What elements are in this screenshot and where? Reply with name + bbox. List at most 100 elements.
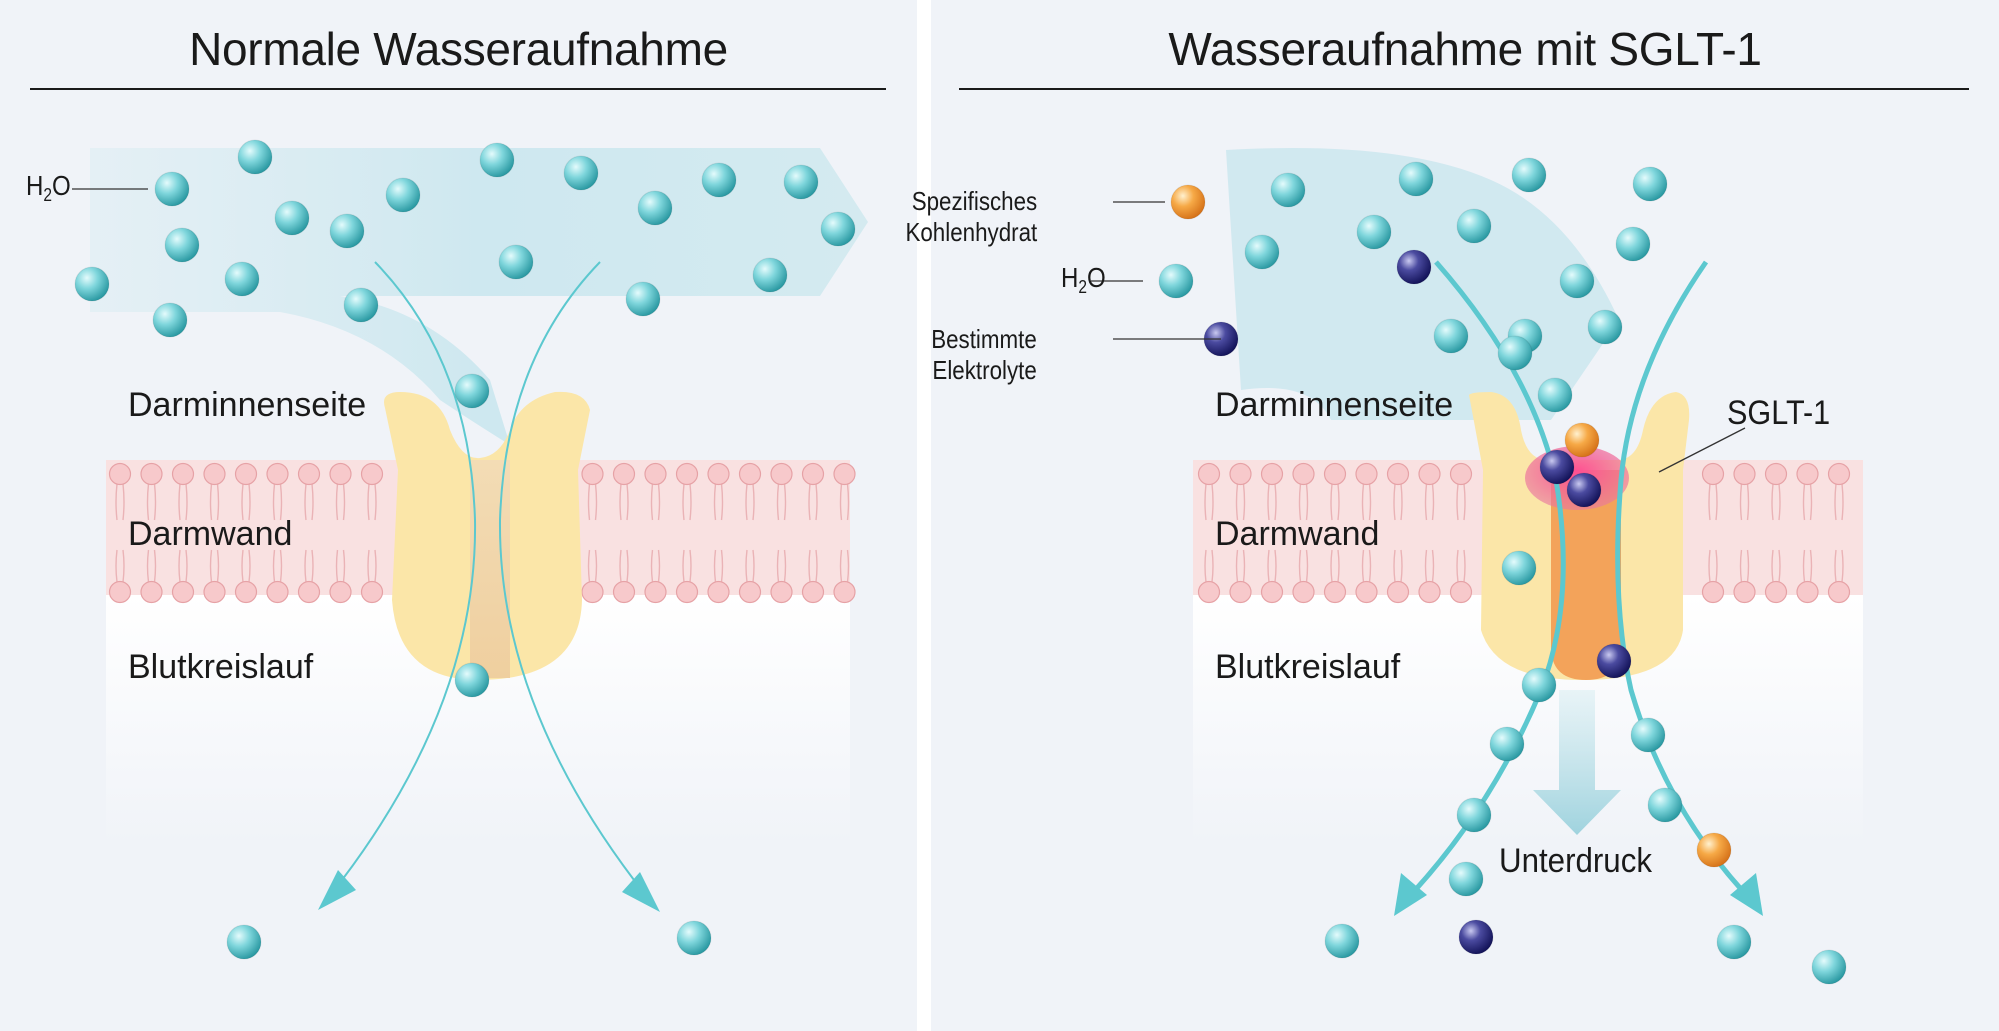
lipid-molecule: [581, 549, 604, 604]
lipid-molecule: [1323, 549, 1347, 604]
water-molecule: [498, 244, 534, 280]
water-molecule: [224, 261, 260, 297]
lipid-molecule: [171, 462, 195, 521]
lipid-molecule: [1260, 549, 1284, 604]
water-molecule: [1324, 923, 1360, 959]
lipid-molecule: [675, 462, 699, 521]
water-molecule: [479, 142, 515, 178]
panel-normal-absorption: Normale Wasseraufnahme: [0, 0, 917, 1031]
lipid-molecule: [1733, 462, 1756, 521]
water-molecule: [154, 171, 190, 207]
carbohydrate-molecule: [1696, 832, 1732, 868]
lipid-molecule: [1418, 462, 1441, 521]
lipid-molecule: [738, 462, 762, 521]
water-molecule: [274, 200, 310, 236]
water-molecule: [1497, 335, 1533, 371]
lipid-molecule: [1701, 462, 1725, 521]
water-molecule: [1647, 787, 1683, 823]
water-molecule: [152, 302, 188, 338]
lipid-molecule: [1292, 462, 1315, 521]
sglt1-pore: [1551, 470, 1621, 680]
lipid-molecule: [644, 462, 667, 521]
lipid-molecule: [360, 462, 384, 521]
lipid-molecule: [297, 549, 321, 604]
label-negative-pressure: Unterdruck: [1499, 842, 1652, 880]
water-molecule: [1456, 208, 1492, 244]
water-molecule: [329, 213, 365, 249]
water-molecule: [1521, 667, 1557, 703]
lipid-molecule: [140, 549, 163, 604]
water-molecule: [1448, 861, 1484, 897]
water-molecule: [1356, 214, 1392, 250]
label-intestinal-wall: Darmwand: [1215, 515, 1380, 553]
carbohydrate-molecule: [1170, 184, 1206, 220]
panel-sglt1-absorption: Wasseraufnahme mit SGLT-1: [905, 0, 1999, 1031]
lipid-molecule: [140, 462, 163, 521]
water-molecule: [343, 287, 379, 323]
lipid-molecule: [1827, 549, 1851, 604]
lipid-molecule: [1827, 462, 1851, 521]
legend-h2o-label: H2O: [1061, 262, 1106, 297]
lipid-molecule: [612, 549, 636, 604]
label-intestinal-inside: Darminnenseite: [128, 386, 367, 424]
lipid-molecule: [1229, 462, 1252, 521]
water-molecule: [637, 190, 673, 226]
water-molecule: [625, 281, 661, 317]
label-intestinal-wall: Darmwand: [128, 515, 293, 553]
water-molecule: [1587, 309, 1623, 345]
water-molecule: [74, 266, 110, 302]
water-molecule: [676, 920, 712, 956]
lipid-molecule: [1260, 462, 1284, 521]
lipid-molecule: [801, 462, 825, 521]
water-molecule: [563, 155, 599, 191]
water-molecule: [752, 257, 788, 293]
lipid-molecule: [266, 462, 289, 521]
lipid-molecule: [108, 549, 132, 604]
lipid-molecule: [644, 549, 667, 604]
water-molecule: [1270, 172, 1306, 208]
lipid-molecule: [1292, 549, 1315, 604]
lipid-molecule: [297, 462, 321, 521]
lipid-molecule: [360, 549, 384, 604]
lipid-molecule: [1197, 462, 1221, 521]
lipid-molecule: [1764, 462, 1788, 521]
lipid-molecule: [329, 462, 352, 521]
lipid-molecule: [675, 549, 699, 604]
water-molecule: [1244, 234, 1280, 270]
normal-absorption-illustration: [72, 139, 868, 960]
water-molecule: [1398, 161, 1434, 197]
lipid-molecule: [833, 549, 856, 604]
particles: [1158, 157, 1847, 985]
lipid-molecule: [707, 549, 730, 604]
water-molecule: [454, 373, 490, 409]
arrowhead-right: [622, 872, 660, 912]
water-molecule: [820, 211, 856, 247]
lipid-molecule: [707, 462, 730, 521]
water-molecule: [1811, 949, 1847, 985]
panel-title: Normale Wasseraufnahme: [189, 23, 728, 75]
electrolyte-molecule: [1539, 449, 1575, 485]
water-molecule: [701, 162, 737, 198]
water-molecule: [783, 164, 819, 200]
lipid-molecule: [1733, 549, 1756, 604]
lipid-molecule: [203, 549, 226, 604]
label-intestinal-inside: Darminnenseite: [1215, 386, 1454, 424]
water-molecule: [1559, 263, 1595, 299]
lipid-molecule: [234, 549, 258, 604]
electrolyte-molecule: [1396, 249, 1432, 285]
electrolyte-molecule: [1458, 919, 1494, 955]
arrowhead-left: [1394, 873, 1427, 916]
lipid-molecule: [738, 549, 762, 604]
water-molecule: [1456, 797, 1492, 833]
water-molecule: [1716, 924, 1752, 960]
arrowhead-right: [1730, 873, 1763, 916]
water-molecule: [1501, 550, 1537, 586]
water-molecules: [74, 139, 856, 960]
water-molecule: [454, 662, 490, 698]
lipid-molecule: [1449, 549, 1473, 604]
h2o-label: H2O: [26, 170, 71, 205]
lipid-molecule: [1355, 549, 1378, 604]
lipid-molecule: [833, 462, 856, 521]
lipid-molecule: [1764, 549, 1788, 604]
